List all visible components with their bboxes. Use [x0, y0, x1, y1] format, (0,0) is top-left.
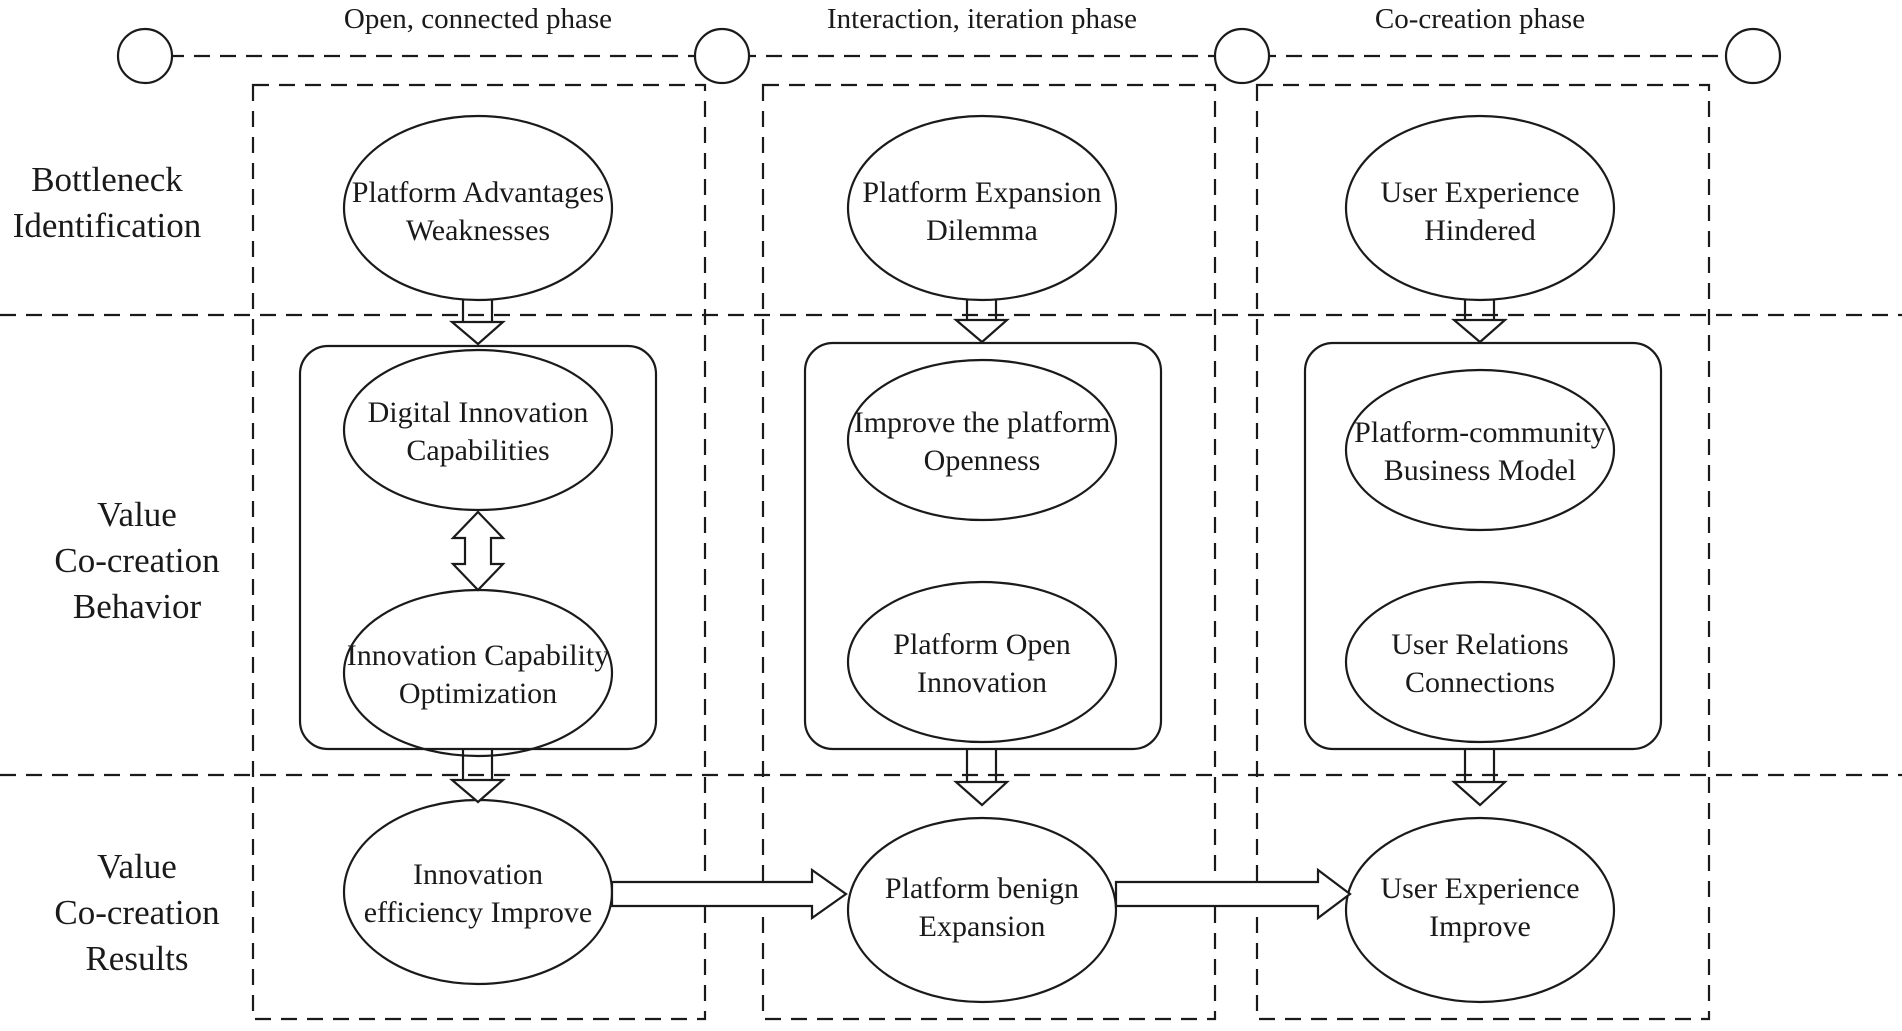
svg-text:User Relations: User Relations [1391, 628, 1568, 661]
result-node-2 [846, 816, 1118, 1004]
behavior-group-3 [1303, 341, 1663, 751]
behavior-top-node-2 [846, 358, 1118, 522]
timeline-node-4 [1724, 27, 1782, 85]
behavior-top-node-1-label: Digital Innovation Capabilities [368, 396, 589, 467]
arrow-right-result-2 [1114, 867, 1352, 921]
svg-text:Behavior: Behavior [73, 587, 202, 626]
svg-text:Improve: Improve [1429, 910, 1531, 943]
behavior-top-node-2-label: Improve the platform Openness [854, 406, 1111, 477]
svg-text:Weaknesses: Weaknesses [406, 214, 550, 247]
result-node-3-label: User Experience Improve [1380, 872, 1579, 943]
svg-text:Openness: Openness [924, 444, 1041, 477]
behavior-bottom-node-2 [846, 580, 1118, 744]
svg-text:Results: Results [85, 939, 188, 978]
timeline-node-2 [693, 27, 751, 85]
svg-text:Platform-community: Platform-community [1354, 416, 1606, 449]
behavior-bottom-node-1-label: Innovation Capability Optimization [347, 639, 609, 710]
bottleneck-node-3-label: User Experience Hindered [1380, 176, 1579, 247]
behavior-top-node-1 [342, 348, 614, 512]
bottleneck-node-2 [846, 114, 1118, 302]
svg-text:Optimization: Optimization [399, 677, 557, 710]
arrow-right-result-1 [610, 867, 848, 921]
svg-text:Value: Value [97, 847, 177, 886]
behavior-bottom-node-3 [1344, 580, 1616, 744]
arrow-bidirectional-behavior-1 [450, 510, 506, 592]
arrow-down-bottleneck-1 [448, 300, 506, 346]
behavior-bottom-node-1 [342, 588, 614, 758]
svg-text:efficiency Improve: efficiency Improve [364, 896, 593, 929]
result-node-3 [1344, 816, 1616, 1004]
svg-text:Business Model: Business Model [1384, 454, 1577, 487]
svg-text:Platform benign: Platform benign [885, 872, 1079, 905]
svg-text:Expansion: Expansion [919, 910, 1046, 943]
arrow-down-bottleneck-2 [952, 300, 1010, 344]
svg-text:Co-creation: Co-creation [54, 541, 219, 580]
svg-text:Bottleneck: Bottleneck [31, 160, 183, 199]
result-node-1 [342, 798, 614, 986]
behavior-top-node-3 [1344, 368, 1616, 532]
phase-column-2 [761, 83, 1217, 1021]
behavior-bottom-node-3-label: User Relations Connections [1391, 628, 1568, 699]
timeline-node-3 [1213, 27, 1271, 85]
bottleneck-node-3 [1344, 114, 1616, 302]
svg-text:Dilemma: Dilemma [926, 214, 1038, 247]
svg-text:Platform Advantages: Platform Advantages [352, 176, 604, 209]
svg-text:Co-creation: Co-creation [54, 893, 219, 932]
bottleneck-node-2-label: Platform Expansion Dilemma [862, 176, 1101, 247]
svg-text:Platform Expansion: Platform Expansion [862, 176, 1101, 209]
arrow-down-behavior-3 [1451, 750, 1508, 807]
bottleneck-node-1 [342, 114, 614, 302]
result-node-1-label: Innovation efficiency Improve [364, 858, 593, 929]
svg-text:User Experience: User Experience [1380, 176, 1579, 209]
svg-text:Identification: Identification [13, 206, 202, 245]
arrow-down-bottleneck-3 [1450, 300, 1508, 344]
svg-text:Capabilities: Capabilities [406, 434, 549, 467]
bottleneck-node-1-label: Platform Advantages Weaknesses [352, 176, 604, 247]
svg-text:Connections: Connections [1405, 666, 1555, 699]
svg-text:User Experience: User Experience [1380, 872, 1579, 905]
result-node-2-label: Platform benign Expansion [885, 872, 1079, 943]
behavior-group-2 [803, 341, 1163, 751]
behavior-bottom-node-2-label: Platform Open Innovation [893, 628, 1070, 699]
svg-text:Hindered: Hindered [1424, 214, 1536, 247]
phase-column-1 [251, 83, 707, 1021]
svg-text:Value: Value [97, 495, 177, 534]
svg-text:Digital Innovation: Digital Innovation [368, 396, 589, 429]
svg-text:Innovation Capability: Innovation Capability [347, 639, 609, 672]
arrow-down-behavior-1 [448, 750, 506, 804]
behavior-group-1 [298, 344, 658, 751]
arrow-down-behavior-2 [953, 750, 1010, 807]
svg-text:Platform Open: Platform Open [893, 628, 1070, 661]
svg-text:Improve the platform: Improve the platform [854, 406, 1111, 439]
svg-text:Innovation: Innovation [413, 858, 543, 891]
row-label-behavior: Value Co-creation Behavior [54, 495, 219, 626]
behavior-top-node-3-label: Platform-community Business Model [1354, 416, 1606, 487]
phase-column-3 [1255, 83, 1711, 1021]
svg-text:Innovation: Innovation [917, 666, 1047, 699]
phase-label-3: Co-creation phase [1375, 3, 1585, 35]
timeline-node-1 [116, 27, 174, 85]
phase-label-1: Open, connected phase [344, 3, 612, 35]
row-label-results: Value Co-creation Results [54, 847, 219, 978]
row-label-bottleneck: Bottleneck Identification [13, 160, 202, 245]
phase-label-2: Interaction, iteration phase [827, 3, 1137, 35]
